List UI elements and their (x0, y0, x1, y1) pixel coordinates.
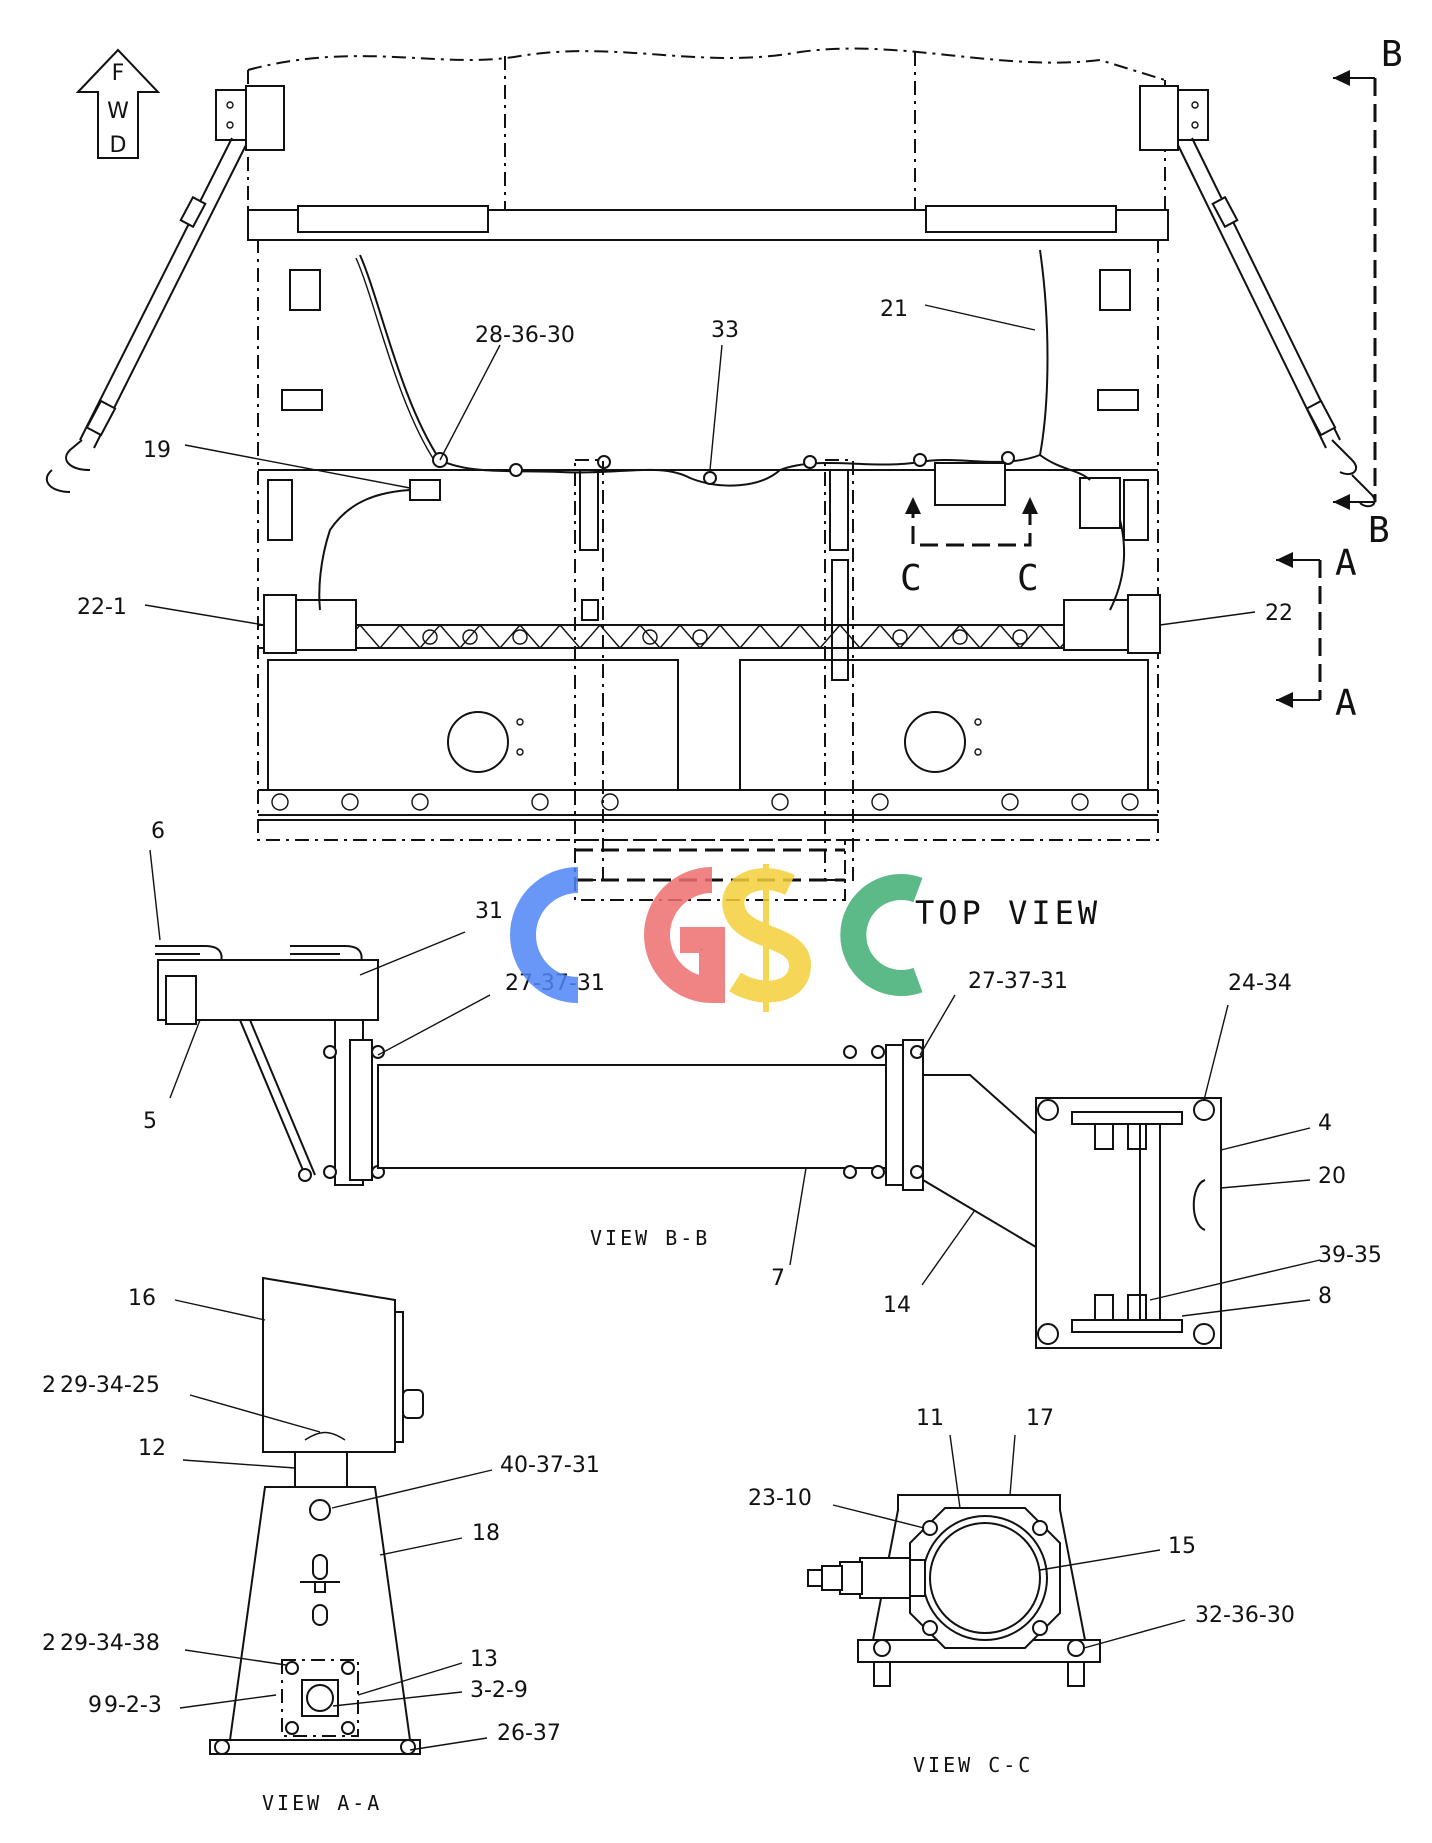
callout-3-2-9: 3-2-9 (470, 1678, 528, 1703)
callout-15: 15 (1168, 1534, 1196, 1559)
callout-29-34-25: 29-34-25 (60, 1373, 160, 1398)
view-aa-drawing (209, 1276, 424, 1755)
callout-32-36-30: 32-36-30 (1195, 1603, 1295, 1628)
cgsc-watermark-logo: CGSC (510, 864, 923, 1012)
cut-fragment-2: 2 (42, 1631, 56, 1656)
view-bb-callouts: 6 31 27-37-31 27-37-31 24-34 5 4 20 39-3… (143, 819, 1382, 1318)
view-cc-callouts: 11 17 23-10 15 32-36-30 (748, 1406, 1295, 1649)
callout-24-34: 24-34 (1228, 971, 1292, 996)
callout-31: 31 (475, 899, 503, 924)
callout-11: 11 (916, 1406, 944, 1431)
callout-4: 4 (1318, 1111, 1332, 1136)
view-bb-title: VIEW B-B (590, 1226, 710, 1250)
section-a-label-bottom: A (1335, 683, 1357, 724)
section-c-marker: C C (900, 497, 1039, 599)
callout-14: 14 (883, 1293, 911, 1318)
callout-26-37: 26-37 (497, 1721, 561, 1746)
callout-39-35: 39-35 (1318, 1243, 1382, 1268)
callout-23-10: 23-10 (748, 1486, 812, 1511)
top-view-callouts: 28-36-30 33 21 19 22-1 22 (77, 297, 1293, 626)
section-a-label-top: A (1335, 543, 1357, 584)
callout-17: 17 (1026, 1406, 1054, 1431)
callout-9-2-3: 9-2-3 (104, 1693, 162, 1718)
callout-22-1: 22-1 (77, 595, 127, 620)
callout-16: 16 (128, 1286, 156, 1311)
callout-28-36-30: 28-36-30 (475, 323, 575, 348)
callout-6: 6 (151, 819, 165, 844)
fwd-letter-d: D (110, 133, 127, 158)
section-b-label-top: B (1381, 34, 1403, 75)
cut-fragment-3: 9 (88, 1693, 102, 1718)
fwd-letter-w: W (107, 99, 129, 124)
section-b-marker: B B (1333, 34, 1403, 551)
section-c-label-right: C (1017, 558, 1039, 599)
forward-arrow-icon: F W D (75, 48, 161, 159)
section-b-label-bottom: B (1368, 510, 1390, 551)
callout-27-37-31-right: 27-37-31 (968, 969, 1068, 994)
callout-19: 19 (143, 438, 171, 463)
view-aa-title: VIEW A-A (262, 1791, 382, 1815)
callout-13: 13 (470, 1647, 498, 1672)
callout-20: 20 (1318, 1164, 1346, 1189)
callout-29-34-38: 29-34-38 (60, 1631, 160, 1656)
callout-18: 18 (472, 1521, 500, 1546)
callout-33: 33 (711, 318, 739, 343)
watermark-text: CGSC (700, 949, 703, 951)
section-a-marker: A A (1276, 543, 1357, 724)
callout-40-37-31: 40-37-31 (500, 1453, 600, 1478)
callout-7: 7 (771, 1266, 785, 1291)
top-view-drawing (45, 47, 1376, 901)
view-cc-title: VIEW C-C (913, 1753, 1033, 1777)
view-bb-drawing (155, 945, 1222, 1349)
top-view-title: TOP VIEW (915, 894, 1101, 932)
callout-21: 21 (880, 297, 908, 322)
section-c-label-left: C (900, 558, 922, 599)
cut-fragment-1: 2 (42, 1373, 56, 1398)
view-cc-drawing (807, 1494, 1101, 1687)
callout-12: 12 (138, 1436, 166, 1461)
callout-5: 5 (143, 1109, 157, 1134)
fwd-letter-f: F (112, 61, 125, 86)
callout-22: 22 (1265, 601, 1293, 626)
view-aa-callouts: 16 2 29-34-25 12 40-37-31 18 2 29-34-38 … (42, 1286, 600, 1751)
callout-8: 8 (1318, 1284, 1332, 1309)
